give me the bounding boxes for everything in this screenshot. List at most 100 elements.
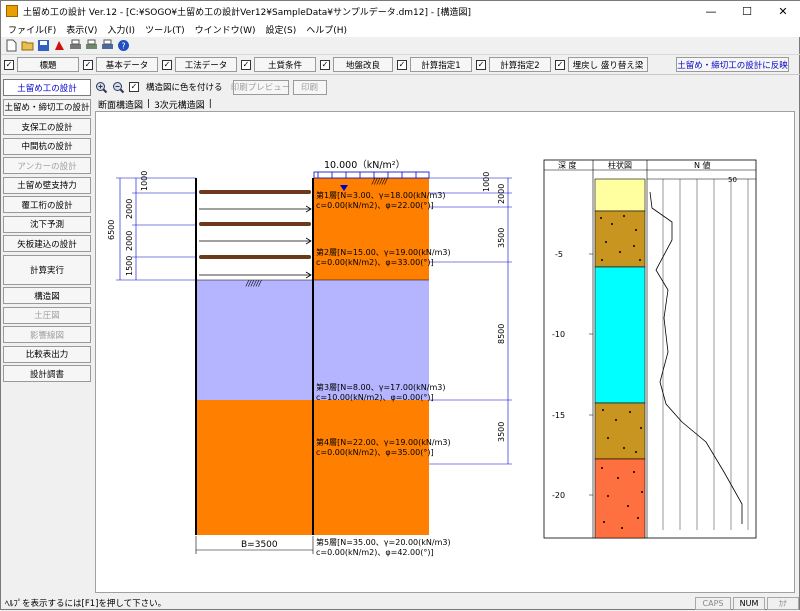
soil-conditions-button[interactable]: 土質条件 (254, 57, 316, 72)
ground-improvement-button[interactable]: 地盤改良 (333, 57, 393, 72)
sidebar-item-structure-drawing[interactable]: 構造図 (3, 287, 91, 304)
menu-settings[interactable]: 設定(S) (265, 25, 297, 36)
sidebar-item-retaining-wall[interactable]: 土留め工の設計 (3, 79, 91, 96)
print-setup-icon[interactable] (101, 39, 114, 52)
print-icon[interactable] (69, 39, 82, 52)
maximize-button[interactable]: ☐ (742, 4, 752, 18)
dim-left-2: 2000 (125, 199, 134, 219)
layer1-2-retained-fill (314, 178, 429, 280)
sidebar-item-comparison-output[interactable]: 比較表出力 (3, 345, 91, 363)
step-calc-spec-1-check[interactable]: ✓ (397, 59, 407, 70)
calc-spec-1-button[interactable]: 計算指定1 (410, 57, 472, 72)
layer-3-name: 第3層[N=8.00、γ=17.00(kN/m3) (316, 382, 446, 392)
water-level-marker (340, 185, 348, 191)
step-ground-improvement-check[interactable]: ✓ (320, 59, 330, 70)
stratum-3 (594, 266, 646, 404)
calc-spec-2-button[interactable]: 計算指定2 (489, 57, 551, 72)
sidebar-item-influence-line[interactable]: 影響線図 (3, 326, 91, 343)
step-calc-spec-2-check[interactable]: ✓ (476, 59, 486, 70)
zoom-in-icon[interactable] (95, 81, 108, 94)
step-title-check[interactable]: ✓ (4, 59, 14, 70)
zoom-out-icon[interactable] (112, 81, 125, 94)
minimize-button[interactable]: — (705, 4, 717, 18)
menu-tools[interactable]: ツール(T) (145, 25, 185, 36)
tab-separator: | (208, 99, 212, 109)
basic-data-button[interactable]: 基本データ (96, 57, 158, 72)
boring-n-header: N 値 (694, 160, 711, 170)
sidebar-item-wall-bearing[interactable]: 土留め壁支持力 (3, 176, 91, 194)
sidebar-item-deck-girder[interactable]: 覆工桁の設計 (3, 196, 91, 213)
menu-input[interactable]: 入力(I) (107, 25, 136, 36)
menu-window[interactable]: ウインドウ(W) (194, 25, 256, 36)
layer-4-label: 第4層[N=22.00、γ=19.00(kN/m3) c=0.00(kN/m2)… (316, 437, 451, 457)
step-title: ✓ 標題 (4, 57, 79, 72)
sidebar: 土留め工の設計 土留め・締切工の設計 支保工の設計 中間杭の設計 アンカーの設計… (3, 79, 91, 385)
layer-4-params: c=0.00(kN/m2)、φ=35.00(°)] (316, 448, 434, 457)
sidebar-item-intermediate-pile[interactable]: 中間杭の設計 (3, 137, 91, 155)
sidebar-item-earth-pressure[interactable]: 土圧図 (3, 306, 91, 324)
step-backfill-check[interactable]: ✓ (555, 59, 565, 70)
color-drawing-label: 構造図に色を付ける (146, 83, 223, 93)
print-preview-icon[interactable] (85, 39, 98, 52)
right-dimensions (429, 177, 512, 465)
depth-label-20: -20 (552, 491, 565, 500)
method-data-button[interactable]: 工法データ (175, 57, 237, 72)
menu-help[interactable]: ヘルプ(H) (306, 25, 348, 36)
boring-column-header: 柱状図 (608, 160, 632, 170)
layer-5-name: 第5層[N=35.00、γ=20.00(kN/m3) (316, 537, 451, 547)
step-calc-spec-1: ✓ 計算指定1 (397, 57, 472, 72)
new-file-icon[interactable] (5, 39, 18, 52)
stratum-2 (594, 210, 646, 268)
sidebar-item-cofferdam[interactable]: 土留め・締切工の設計 (3, 98, 91, 116)
stratum-5 (594, 458, 646, 539)
sidebar-item-design-report[interactable]: 設計調書 (3, 365, 91, 382)
surcharge-value: 10.000（kN/m²） (324, 159, 405, 171)
step-soil-conditions: ✓ 土質条件 (241, 57, 316, 72)
layer3-excavation-fill (196, 280, 312, 400)
reflect-to-cofferdam-button[interactable]: 土留め・締切工の設計に反映 (676, 57, 789, 72)
step-ground-improvement: ✓ 地盤改良 (320, 57, 393, 72)
step-basic-data-check[interactable]: ✓ (83, 59, 93, 70)
print-preview-button[interactable]: 印刷プレビュー (231, 79, 290, 95)
menu-file[interactable]: ファイル(F) (8, 25, 57, 36)
layer-1-name: 第1層[N=3.00、γ=18.00(kN/m3) (316, 190, 446, 200)
step-backfill: ✓ 埋戻し 盛り替え梁 (555, 57, 648, 72)
tab-section-drawing[interactable]: 断面構造図 (98, 100, 144, 111)
boring-depth-header: 深 度 (558, 160, 577, 170)
sidebar-item-sheet-pile[interactable]: 矢板建込の設計 (3, 235, 91, 252)
dim-left-1: 1000 (140, 171, 149, 191)
sidebar-item-run-calculation[interactable]: 計算実行 (3, 254, 91, 285)
layer-5-params: c=0.00(kN/m2)、φ=42.00(°)] (316, 548, 434, 557)
open-folder-icon[interactable] (21, 39, 34, 52)
step-method-data-check[interactable]: ✓ (162, 59, 172, 70)
depth-label-10: -10 (552, 330, 565, 339)
title-button[interactable]: 標題 (17, 57, 79, 72)
tab-separator: | (147, 99, 151, 109)
layer3-retained-fill (314, 280, 429, 400)
help-icon[interactable]: ? (117, 39, 130, 52)
status-bar: ﾍﾙﾌﾟを表示するには[F1]を押して下さい。 CAPS NUM ｶﾅ (1, 595, 800, 611)
view-tabs: 断面構造図 | 3次元構造図 | (95, 97, 213, 111)
sidebar-item-support[interactable]: 支保工の設計 (3, 118, 91, 135)
close-button[interactable]: ✕ (778, 4, 788, 18)
stratum-4 (594, 402, 646, 460)
color-drawing-check[interactable]: ✓ (129, 82, 139, 92)
boring-log-frame (543, 159, 757, 539)
step-soil-conditions-check[interactable]: ✓ (241, 59, 251, 70)
svg-text:?: ? (121, 42, 125, 51)
stratum-speckle (600, 215, 643, 529)
menu-view[interactable]: 表示(V) (66, 25, 98, 36)
print-button[interactable]: 印刷 (292, 79, 327, 95)
save-icon[interactable] (37, 39, 50, 52)
depth-label-15: -15 (552, 411, 565, 420)
backfill-button[interactable]: 埋戻し 盛り替え梁 (568, 57, 648, 72)
app-logo-icon[interactable] (53, 39, 66, 52)
layer-1-params: c=0.00(kN/m2)、φ=22.00(°)] (316, 201, 434, 210)
strut-3 (199, 255, 311, 259)
status-help-text: ﾍﾙﾌﾟを表示するには[F1]を押して下さい。 (5, 599, 167, 609)
sidebar-item-anchor[interactable]: アンカーの設計 (3, 157, 91, 174)
layer-2-name: 第2層[N=15.00、γ=19.00(kN/m3) (316, 247, 451, 257)
tab-3d-drawing[interactable]: 3次元構造図 (154, 100, 205, 111)
sidebar-item-settlement[interactable]: 沈下予測 (3, 215, 91, 233)
